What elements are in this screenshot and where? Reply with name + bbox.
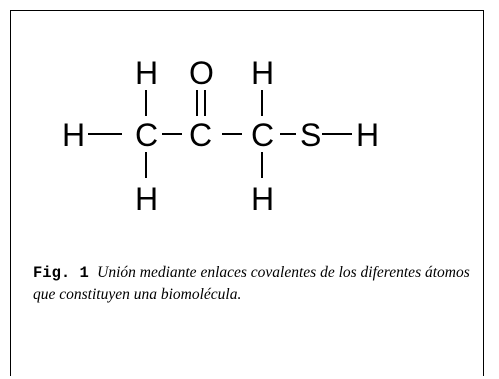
atom-c3: C bbox=[251, 117, 274, 153]
atom-h-top-right: H bbox=[251, 55, 274, 91]
caption-text: Unión mediante enlaces covalentes de los… bbox=[33, 264, 470, 303]
atom-c2: C bbox=[189, 117, 212, 153]
atom-h-bottom-right: H bbox=[251, 181, 274, 217]
atom-h-top-left: H bbox=[135, 55, 158, 91]
atom-c1: C bbox=[135, 117, 158, 153]
molecule-diagram: H O H H C C C S H H H bbox=[62, 55, 379, 217]
figure-caption: Fig. 1 Unión mediante enlaces covalentes… bbox=[33, 262, 473, 306]
atom-o-top: O bbox=[189, 55, 214, 91]
caption-label: Fig. 1 bbox=[33, 264, 89, 282]
atom-h-right: H bbox=[356, 117, 379, 153]
atom-h-bottom-left: H bbox=[135, 181, 158, 217]
figure-frame bbox=[10, 10, 484, 376]
atom-s: S bbox=[300, 117, 321, 153]
atom-h-left: H bbox=[62, 117, 85, 153]
